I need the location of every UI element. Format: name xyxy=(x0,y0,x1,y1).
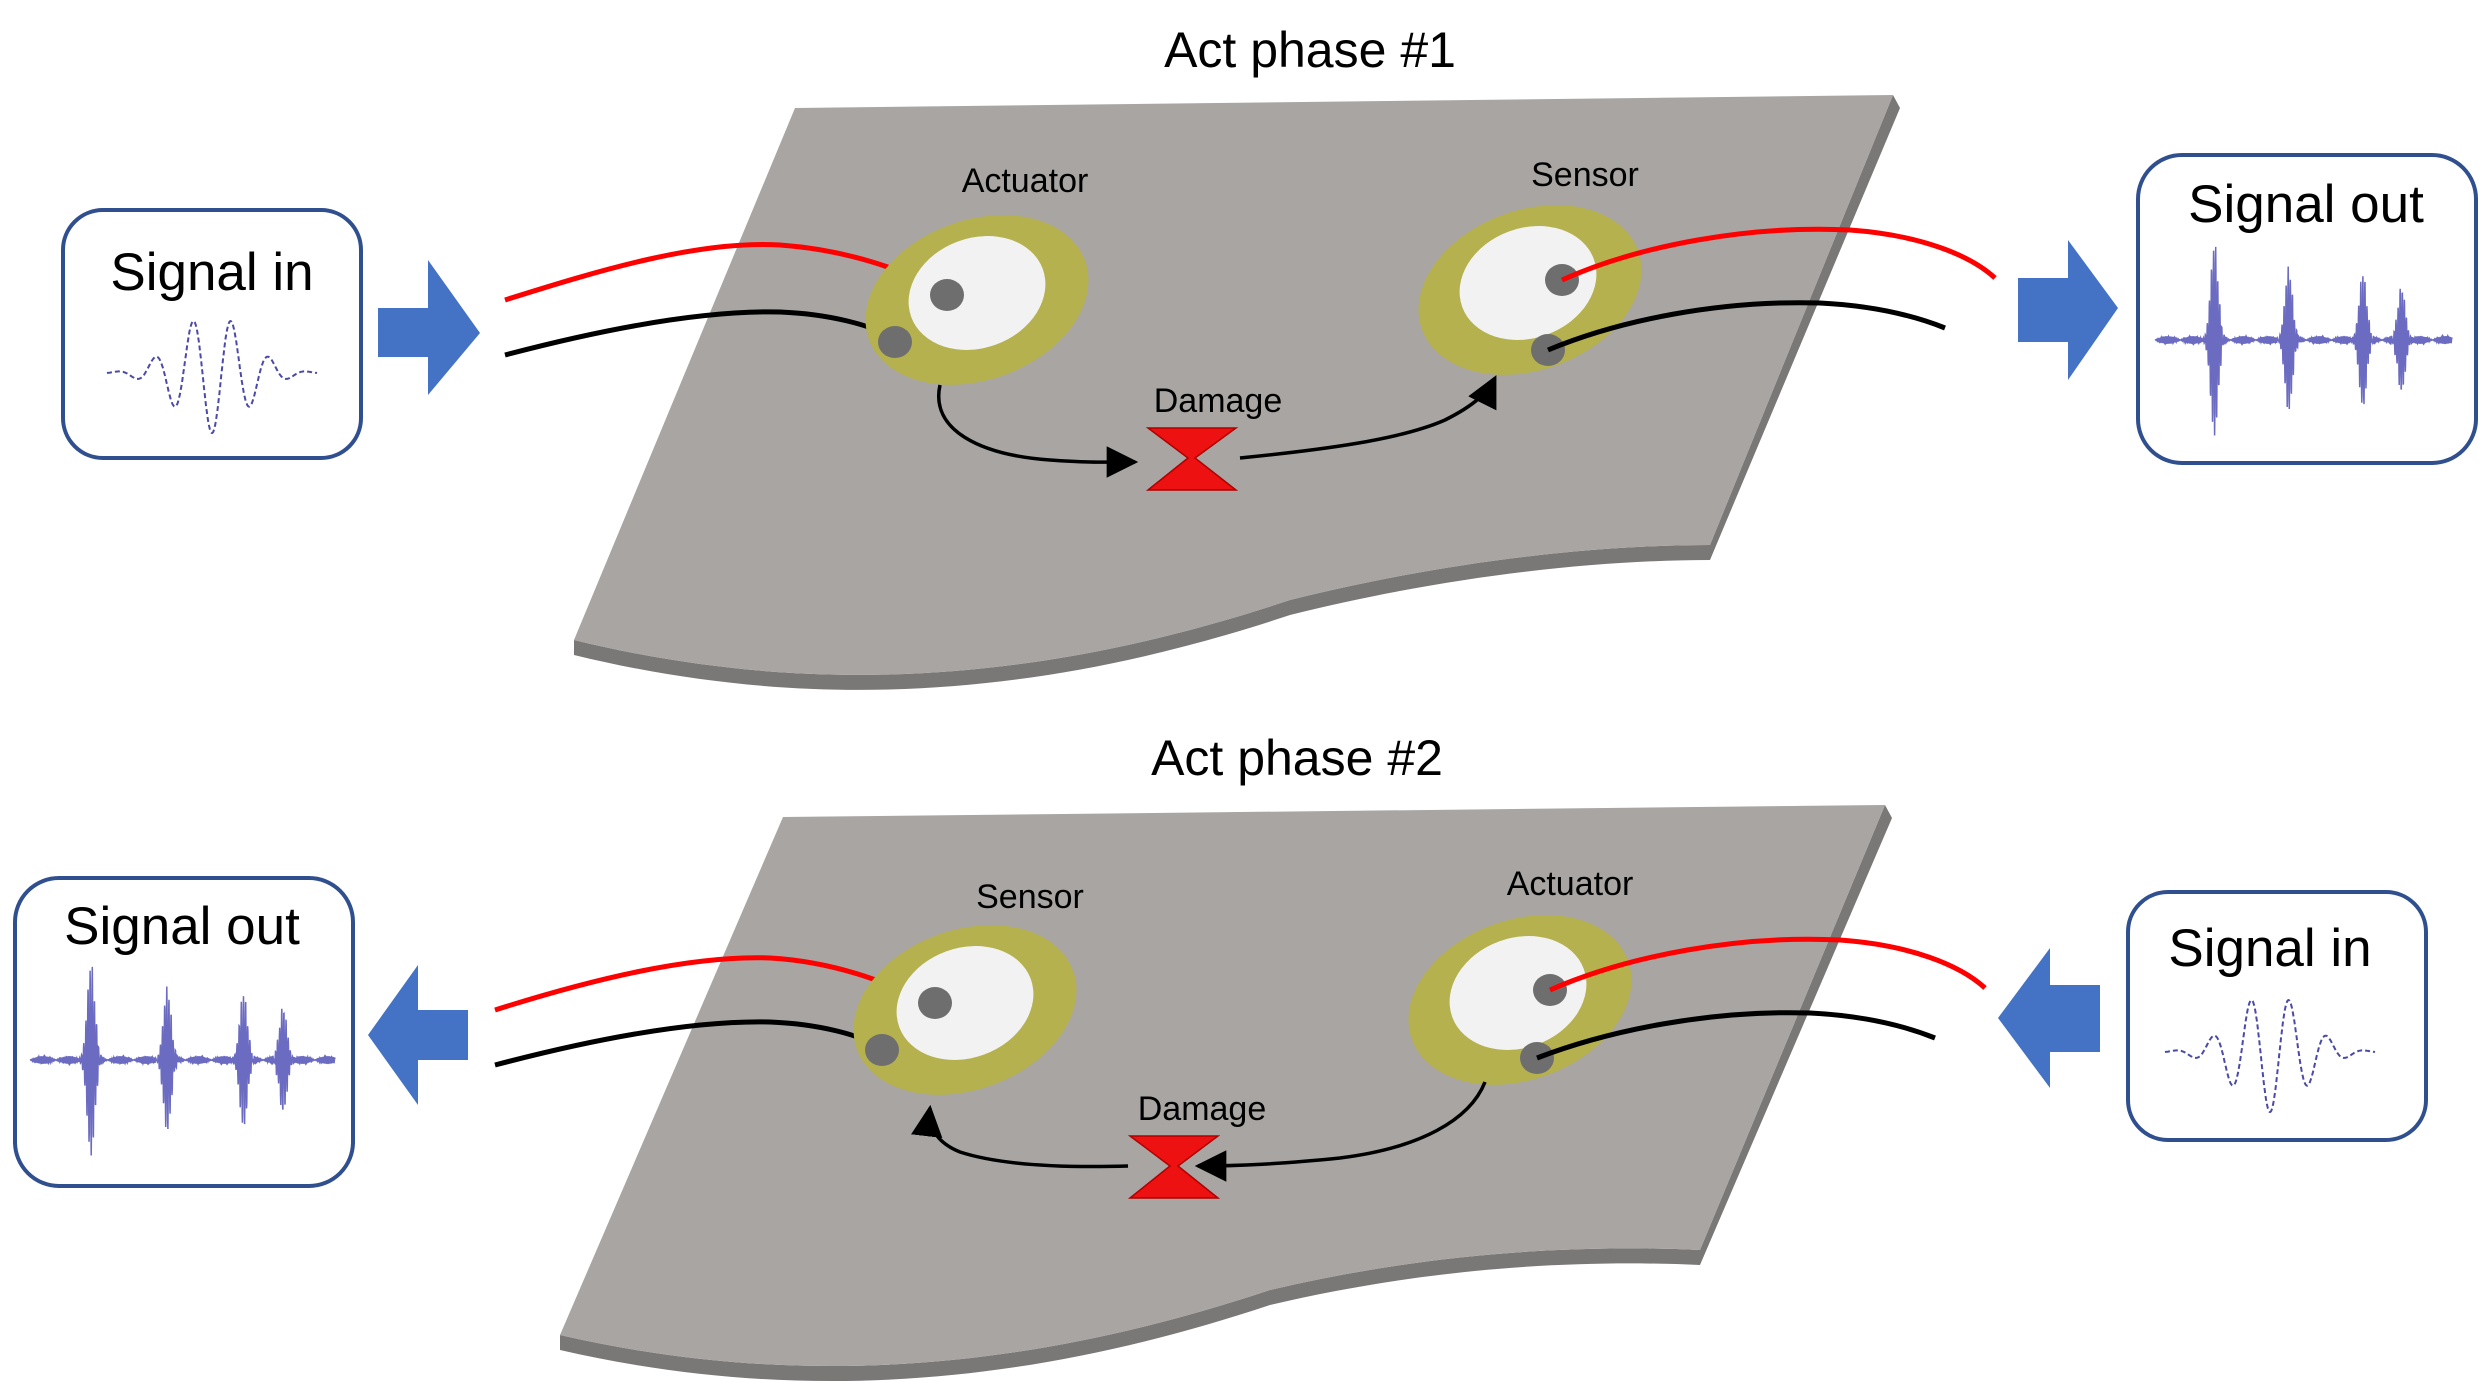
phase-1-damage-icon xyxy=(1145,427,1239,491)
phase-1-output-arrow-icon xyxy=(2018,240,2118,380)
phase-1-wave-path-to-sensor xyxy=(1239,375,1497,460)
phase-2-damage-label: Damage xyxy=(1138,1090,1267,1128)
phase-2-signal-out-box: Signal out xyxy=(13,876,355,1188)
phase-2-title: Act phase #2 xyxy=(1151,730,1443,786)
phase-2-wave-path-to-damage xyxy=(1194,1081,1487,1182)
phase-1-right-black-wire xyxy=(1547,300,1946,353)
phase-2-signal-out-title: Signal out xyxy=(64,897,300,956)
phase-2: Act phase #2 Signal out Sensor xyxy=(13,730,2428,1382)
phase-2-input-waveform xyxy=(2164,999,2376,1114)
phase-2-signal-in-box: Signal in xyxy=(2126,890,2428,1142)
phase-2-output-waveform xyxy=(29,966,336,1156)
phase-1-title: Act phase #1 xyxy=(1164,22,1456,78)
phase-1-damage-label: Damage xyxy=(1154,382,1283,420)
phase-1-wave-path-to-damage xyxy=(937,384,1139,478)
phase-1-signal-out-title: Signal out xyxy=(2188,175,2424,234)
phase-2-actuator-label: Actuator xyxy=(1507,865,1634,903)
phase-1-actuator-piezo xyxy=(865,215,1089,385)
phase-2-sensor-piezo xyxy=(853,925,1077,1095)
phase-1: Act phase #1 Signal in Actuator xyxy=(61,22,2478,690)
phase-1-input-arrow-icon xyxy=(378,260,480,395)
phase-2-wave-path-to-sensor xyxy=(911,1104,1129,1169)
phase-2-right-black-wire xyxy=(1536,1010,1936,1061)
phase-1-signal-in-title: Signal in xyxy=(110,243,313,302)
phase-2-right-red-wire xyxy=(1548,936,1987,993)
phase-2-sensor-label: Sensor xyxy=(976,878,1084,916)
phase-2-damage-icon xyxy=(1127,1135,1221,1199)
phase-1-output-waveform xyxy=(2154,246,2453,436)
phase-1-left-black-wire xyxy=(504,309,897,358)
phase-1-input-waveform xyxy=(106,320,318,435)
phase-1-actuator-label: Actuator xyxy=(962,162,1089,200)
phase-1-signal-in-box: Signal in xyxy=(61,208,363,460)
phase-2-output-arrow-icon xyxy=(368,965,468,1105)
phase-1-right-red-wire xyxy=(1560,226,1997,283)
phase-1-signal-out-box: Signal out xyxy=(2136,153,2478,465)
phase-2-input-arrow-icon xyxy=(1998,948,2100,1088)
phase-1-sensor-piezo xyxy=(1418,205,1642,375)
phase-2-signal-in-title: Signal in xyxy=(2168,919,2371,978)
phase-2-left-black-wire xyxy=(494,1019,884,1068)
phase-1-sensor-label: Sensor xyxy=(1531,156,1639,194)
